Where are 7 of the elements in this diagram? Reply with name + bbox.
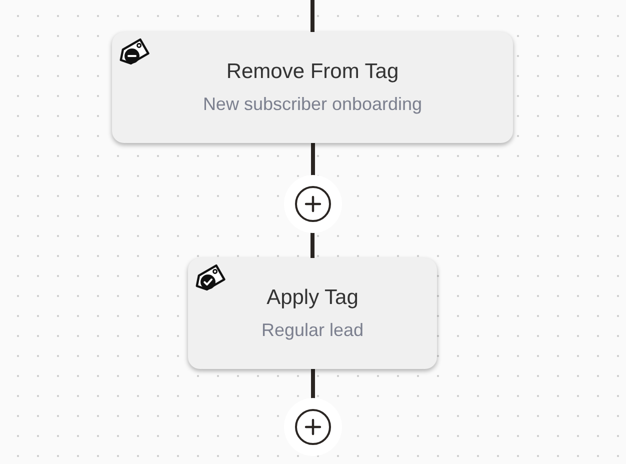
card-subtitle: New subscriber onboarding bbox=[202, 93, 422, 116]
action-card bbox=[188, 258, 437, 369]
card-subtitle: Regular lead bbox=[261, 319, 364, 342]
connector-line bbox=[310, 0, 314, 32]
card-title: Apply Tag bbox=[266, 285, 358, 312]
card-title: Remove From Tag bbox=[226, 59, 399, 86]
action-card bbox=[112, 32, 513, 143]
